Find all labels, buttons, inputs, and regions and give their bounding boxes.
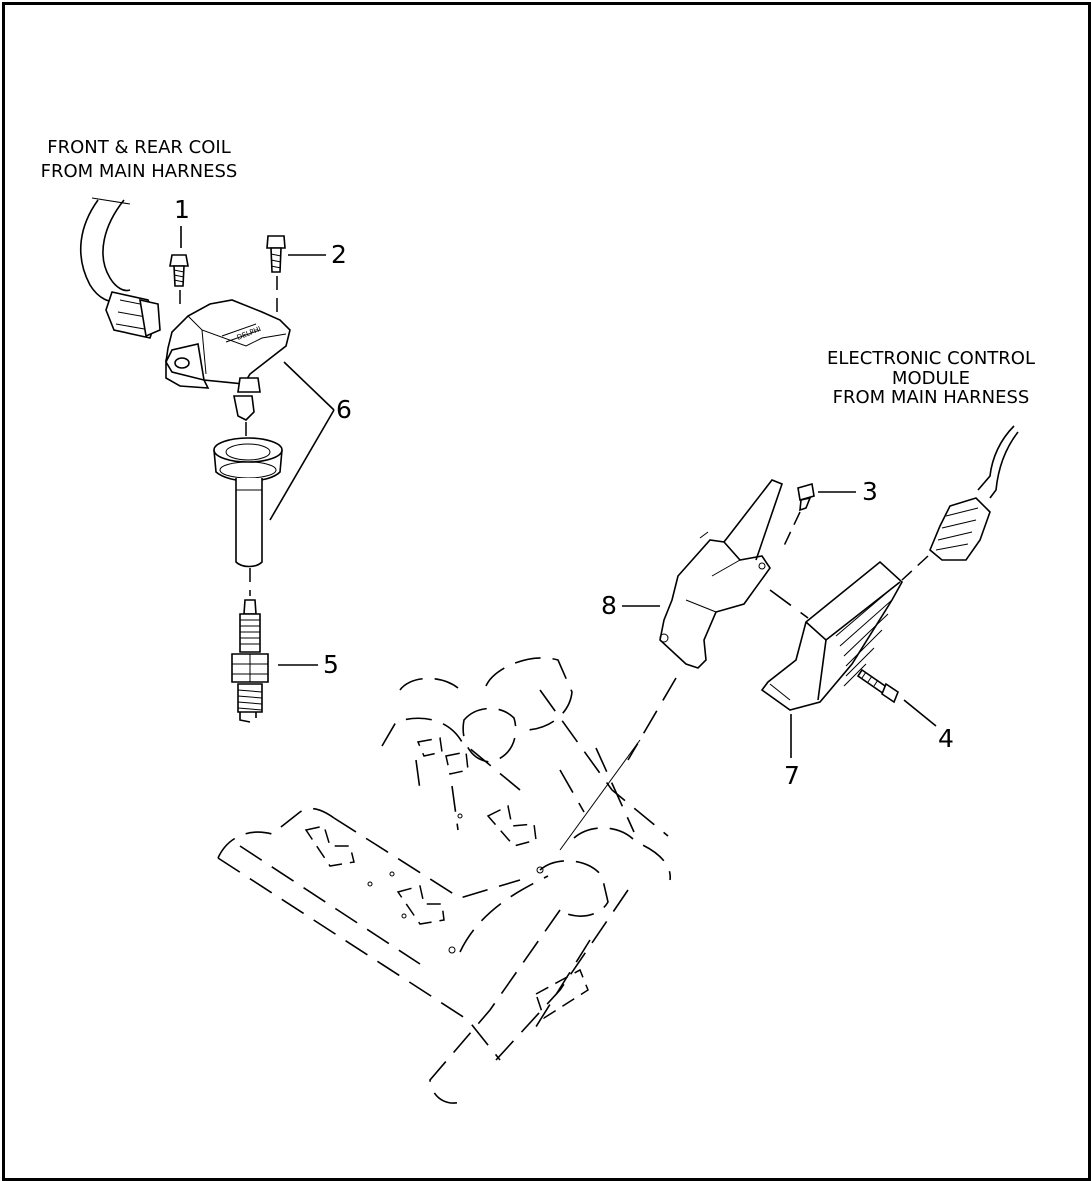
callout-5: 5 [323,650,339,679]
ecm-harness-note-line1: ELECTRONIC CONTROL [827,348,1035,369]
coil-harness-note-line2: FROM MAIN HARNESS [41,161,238,182]
frame-phantom-outline [217,657,671,1104]
callout-2: 2 [331,240,347,269]
coil-harness-wire [79,197,131,303]
callout-6: 6 [336,395,352,424]
spark-plug-boot [213,437,283,568]
ecm-harness-note-line2: MODULE [892,368,970,389]
bolt-part-2 [266,235,286,273]
callout-7: 7 [784,761,800,790]
screw-part-1 [169,254,189,287]
screw-part-3 [797,482,815,512]
callout-4: 4 [938,724,954,753]
bolt-part-4 [856,668,899,704]
ignition-coil: DELPHI [165,299,291,421]
callout-3: 3 [862,477,878,506]
leader-4 [903,699,937,727]
ecm-harness-wire [977,425,1019,499]
assembly-line-bracket-ecm [769,589,809,619]
ecm-module-part-7 [760,560,904,711]
assembly-line-3 [781,511,801,551]
ecm-connector [929,497,991,561]
assembly-line-8 [627,677,677,761]
mount-reference-line [559,739,641,851]
ecm-bracket-part-8 [659,479,784,669]
leader-6 [269,361,335,521]
callout-1: 1 [174,195,190,224]
spark-plug-part-5 [231,599,269,723]
callout-8: 8 [601,591,617,620]
coil-harness-note-line1: FRONT & REAR COIL [47,137,230,158]
assembly-line-ecm-connector [901,555,929,581]
ecm-harness-note-line3: FROM MAIN HARNESS [833,387,1030,408]
coil-connector [105,291,161,339]
